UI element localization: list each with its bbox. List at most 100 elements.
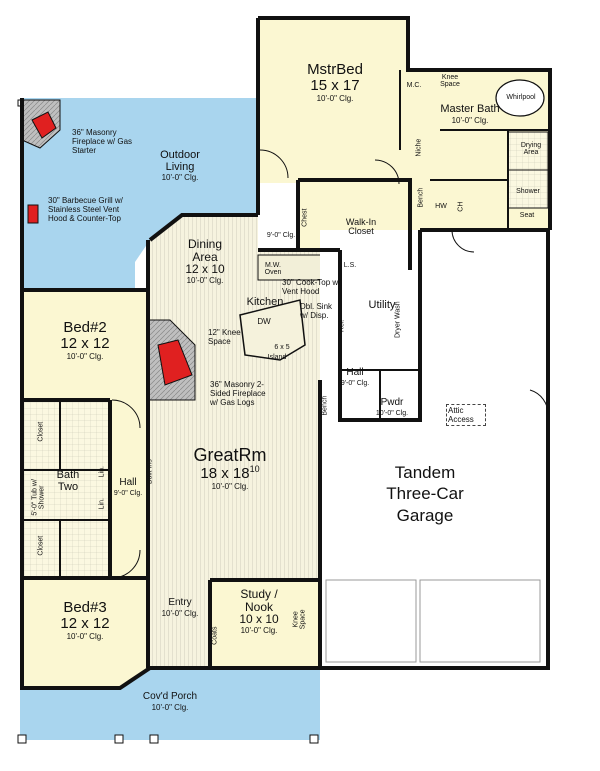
clg-9-note: 9'-0" Clg. — [266, 232, 296, 239]
greatrm-name: GreatRm — [193, 445, 267, 465]
shower-icon — [507, 169, 549, 209]
mstrbed-name: MstrBed — [307, 61, 363, 78]
kitchen-label: Kitchen — [246, 296, 284, 308]
hall-left-clg: 9'-0" Clg. — [113, 489, 143, 497]
knee-space-study-label: Knee Space — [292, 609, 307, 630]
seat-label: Seat — [519, 212, 535, 219]
attic-note: Attic Access — [446, 404, 486, 427]
closet-bottom-label: Closet — [37, 535, 45, 556]
knee-space-mb-label: Knee Space — [440, 74, 460, 89]
island-icon — [239, 299, 306, 361]
lin-bottom-label: Lin. — [98, 498, 106, 510]
study-area — [210, 580, 320, 668]
dw-label: DW — [257, 317, 271, 326]
drying-area-label: Drying Area — [520, 142, 542, 157]
drying-area-icon — [507, 131, 549, 171]
entry-label: Entry 10'-0" Clg. — [155, 597, 205, 618]
dryer-wash-label: Dryer Wash — [394, 301, 402, 339]
hall-left-name: Hall — [119, 477, 137, 488]
doors — [111, 149, 549, 579]
niche-label: Niche — [415, 138, 423, 157]
coats-label: Coats — [211, 626, 219, 645]
built-ins-label: Built-ins — [146, 459, 154, 485]
bed3-clg: 10'-0" Clg. — [66, 631, 104, 641]
porch-area — [20, 668, 320, 740]
garage-label: Tandem Three-Car Garage — [370, 462, 480, 526]
walls — [20, 16, 552, 690]
dining-dim: 12 x 10 — [185, 262, 225, 277]
chest-label: Chest — [301, 208, 309, 227]
study-label: Study / Nook 10 x 10 10'-0" Clg. — [228, 588, 290, 635]
bed2-clg: 10'-0" Clg. — [66, 351, 104, 361]
mstrbed-dim: 15 x 17 — [310, 76, 360, 94]
bench-right-label: Bench — [321, 395, 329, 416]
cooktop-note: 30" Cook-Top w/ Vent Hood — [282, 278, 341, 297]
grill-note: 30" Barbecue Grill w/ Stainless Steel Ve… — [48, 196, 123, 224]
dining-clg: 10'-0" Clg. — [186, 275, 224, 285]
pwdr-clg: 10'-0" Clg. — [375, 409, 409, 417]
garage-line2: Three-Car — [386, 484, 464, 504]
hall-left-label: Hall 9'-0" Clg. — [108, 477, 148, 497]
study-dim: 10 x 10 — [239, 612, 279, 627]
ls-label: L.S. — [343, 262, 357, 269]
walkin-label: Walk-In Closet — [345, 217, 377, 237]
outdoor-name: Outdoor Living — [160, 149, 200, 173]
ref-label: Ref. — [338, 319, 346, 333]
bed2-dim: 12 x 12 — [60, 334, 110, 352]
hall-right-label: Hall 9'-0" Clg. — [335, 367, 375, 387]
bed3-area — [24, 578, 148, 688]
bed3-label: Bed#3 12 x 12 10'-0" Clg. — [45, 600, 125, 641]
fireplace-in-note: 36" Masonry 2-Sided Fireplace w/ Gas Log… — [210, 380, 266, 408]
hall-right-clg: 9'-0" Clg. — [340, 379, 370, 387]
master-bath-label: Master Bath 10'-0" Clg. — [440, 103, 500, 125]
hall-right-name: Hall — [346, 367, 364, 378]
dining-label: Dining Area 12 x 10 10'-0" Clg. — [175, 238, 235, 285]
outdoor-label: Outdoor Living 10'-0" Clg. — [150, 149, 210, 183]
porch-clg: 10'-0" Clg. — [151, 702, 189, 712]
shower-label: Shower — [516, 188, 540, 195]
fireplace-out-note: 36" Masonry Fireplace w/ Gas Starter — [72, 128, 133, 156]
pwdr-name: Pwdr — [380, 397, 404, 408]
garage-line3: Garage — [396, 505, 454, 525]
outdoor-fireplace-firebox-icon — [31, 111, 57, 139]
closet-top-label: Closet — [37, 421, 45, 442]
garage-area — [320, 230, 548, 668]
porch-name: Cov'd Porch — [142, 691, 198, 702]
grill-icon — [27, 204, 39, 224]
master-bath-name: Master Bath — [440, 103, 500, 115]
greatrm-label: GreatRm 18 x 1810 10'-0" Clg. — [185, 446, 275, 491]
interior-walls-thin — [24, 70, 550, 578]
bath-two-area — [24, 400, 110, 580]
dining-name: Dining Area — [187, 237, 223, 264]
study-clg: 10'-0" Clg. — [240, 625, 278, 635]
outdoor-living-area — [22, 98, 258, 290]
mw-oven-label: M.W. Oven — [264, 262, 282, 277]
mstrbed-area — [258, 18, 408, 183]
greatrm-dim-sup: 10 — [249, 463, 260, 474]
outdoor-clg: 10'-0" Clg. — [161, 173, 199, 183]
mstrbed-label: MstrBed 15 x 17 10'-0" Clg. — [285, 62, 385, 103]
knee-space-kitchen-note: 12" Knee Space — [208, 328, 241, 347]
bed3-name: Bed#3 — [63, 599, 107, 616]
mstrbed-clg: 10'-0" Clg. — [316, 93, 354, 103]
porch-label: Cov'd Porch 10'-0" Clg. — [140, 691, 200, 712]
bed2-name: Bed#2 — [63, 319, 107, 336]
entry-clg: 10'-0" Clg. — [161, 608, 199, 618]
hw-label: HW — [435, 203, 447, 210]
whirlpool-tub-icon — [495, 79, 545, 117]
greatrm-dim: 18 x 18 — [200, 464, 250, 482]
bed2-area — [24, 290, 148, 402]
study-name: Study / Nook — [240, 587, 278, 614]
entry-name: Entry — [168, 597, 192, 608]
ch-label: CH — [457, 201, 465, 212]
island-dim: 6 x 5 — [274, 344, 290, 351]
bed3-dim: 12 x 12 — [60, 614, 110, 632]
garage-doors — [325, 579, 541, 663]
garage-line1: Tandem — [394, 463, 456, 482]
utility-label: Utility — [368, 299, 396, 311]
indoor-fireplace-firebox-icon — [157, 339, 193, 386]
tub-label: 5'-0" Tub w/ Shower — [31, 479, 46, 516]
bed2-label: Bed#2 12 x 12 10'-0" Clg. — [45, 320, 125, 361]
lin-top-label: Lin. — [98, 466, 106, 478]
master-bath-clg: 10'-0" Clg. — [451, 115, 489, 125]
